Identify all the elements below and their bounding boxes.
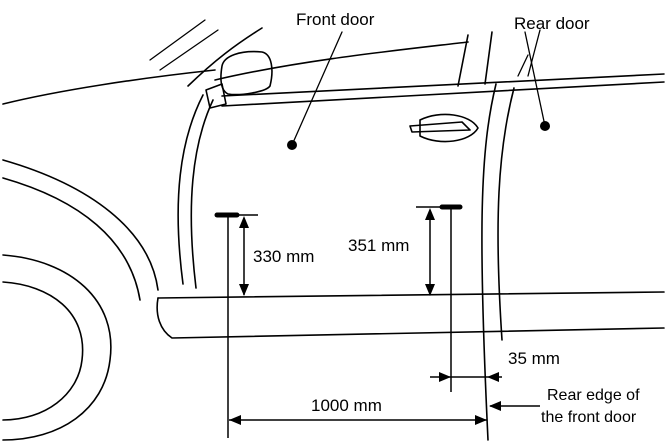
rear-window-stroke-2	[527, 29, 541, 77]
side-mirror-icon	[205, 50, 273, 109]
rear-door-dot	[540, 121, 550, 131]
windshield-stroke-2	[159, 29, 219, 71]
wheel-arch-inner	[2, 177, 141, 301]
dimension-35	[430, 372, 502, 382]
wheel-arch-outer	[2, 159, 159, 291]
front-door-rear-edge	[481, 83, 497, 441]
front-door-dot	[287, 140, 297, 150]
rear-door-label: Rear door	[514, 14, 590, 33]
height-330-label: 330 mm	[253, 247, 314, 266]
b-pillar-rear	[484, 31, 493, 85]
window-sill-lower	[221, 81, 665, 107]
wheel-outer	[2, 254, 112, 441]
rear-edge-label-line2: the front door	[541, 409, 637, 426]
car-body-outline	[2, 19, 665, 441]
rear-window-stroke	[517, 54, 529, 77]
rear-edge-pointer	[489, 401, 540, 411]
rocker-bottom	[156, 297, 665, 339]
length-1000-label: 1000 mm	[311, 396, 382, 415]
windshield-stroke-1	[149, 19, 206, 61]
hood-line	[2, 69, 216, 105]
wheel-inner	[2, 281, 84, 421]
dimension-351	[416, 206, 460, 296]
a-pillar	[187, 27, 263, 87]
rear-door-front-edge	[497, 87, 515, 341]
dimension-1000	[229, 415, 487, 425]
window-sill-upper	[221, 73, 665, 97]
dimension-330	[217, 214, 258, 296]
b-pillar-front	[457, 34, 469, 87]
front-door-leader	[291, 31, 343, 146]
front-door-label: Front door	[296, 10, 375, 29]
rear-edge-label-line1: Rear edge of	[547, 387, 640, 404]
front-door-front-edge	[177, 94, 204, 285]
rocker-top	[157, 291, 665, 299]
rear-door-leader	[524, 31, 546, 127]
door-handle-icon	[409, 113, 479, 143]
offset-35-label: 35 mm	[508, 349, 560, 368]
front-door-front-edge-inner	[190, 99, 214, 289]
window-top	[214, 41, 469, 81]
height-351-label: 351 mm	[348, 236, 409, 255]
